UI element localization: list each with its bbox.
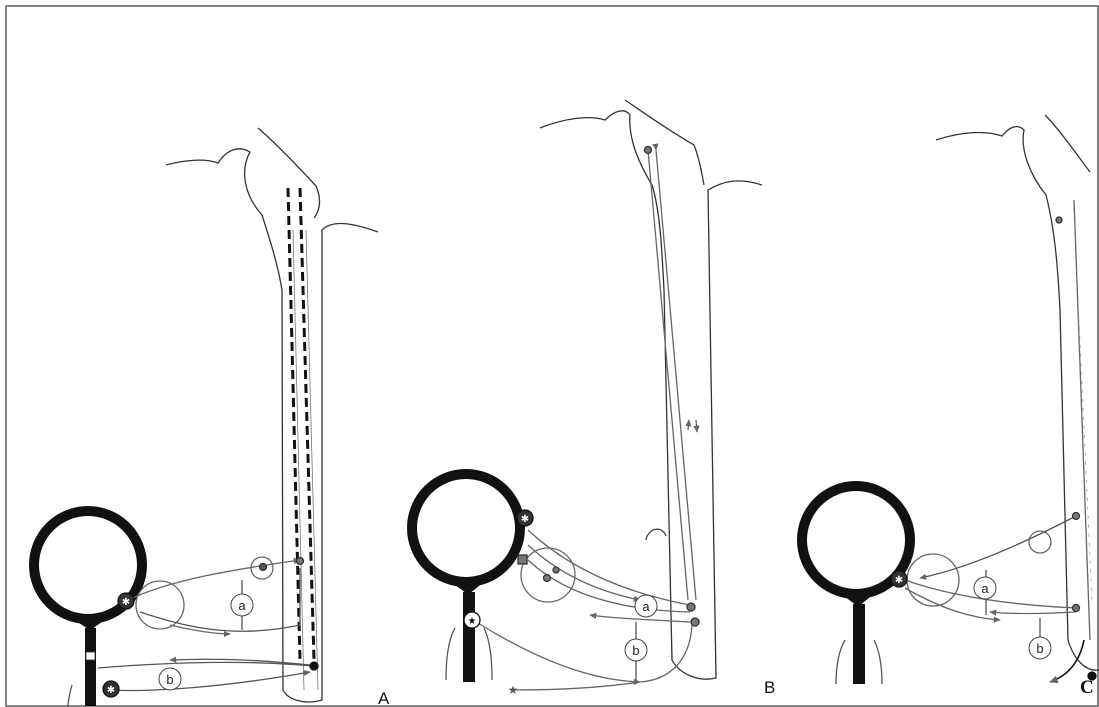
panel-b-title: B <box>764 678 775 697</box>
panel-a-label-b: b <box>166 672 173 687</box>
panel-b-node-1 <box>645 147 652 154</box>
panel-c-thin-line-1 <box>1074 200 1090 640</box>
panel-b-node-2 <box>544 575 551 582</box>
panel-a-fiber-3 <box>170 625 230 634</box>
panel-c-stem <box>853 604 865 684</box>
panel-a-title: A <box>378 689 390 707</box>
panel-b-fiber-4 <box>590 615 690 622</box>
panel-a-stem <box>85 628 96 706</box>
svg-text:✱: ✱ <box>107 685 115 696</box>
panel-b-ring <box>412 474 520 582</box>
panel-b-node-5 <box>691 618 699 626</box>
panel-a-fiber-6 <box>110 672 310 690</box>
panel-c-label-a: a <box>981 581 989 596</box>
panel-c-large-circle <box>907 554 959 606</box>
panel-b-fiber-long-4 <box>696 420 697 432</box>
panel-b-fiber-long-3 <box>688 420 689 430</box>
panel-b-fiber-1 <box>528 530 690 605</box>
panel-b-node-3 <box>553 567 559 573</box>
panel-a-fiber-2 <box>140 568 300 631</box>
panel-b-label-b: b <box>632 643 639 658</box>
panel-c-upper-outline <box>1045 115 1090 172</box>
panel-c-labels: a b C <box>974 577 1094 698</box>
panel-a: ✱ ✱ <box>34 128 378 707</box>
panel-c-label-b: b <box>1036 641 1043 656</box>
panel-b-fiber-2 <box>528 545 640 600</box>
panel-b-node-square <box>518 555 527 564</box>
panel-b-fiber-long-2 <box>656 150 696 600</box>
panel-b-stem <box>463 592 475 682</box>
panel-a-stem-marker <box>86 652 95 660</box>
panel-b-fiber-3 <box>528 560 690 612</box>
panel-c-node-1 <box>1056 217 1062 223</box>
svg-text:★: ★ <box>468 616 477 627</box>
panel-c-thin-line-2 <box>1078 300 1092 600</box>
panel-a-stem-sheath <box>68 685 72 707</box>
svg-text:★: ★ <box>508 683 519 697</box>
panel-c-title: C <box>1080 677 1094 698</box>
panel-c-fiber-1 <box>920 516 1076 578</box>
panel-b-small-arc <box>646 529 666 540</box>
svg-text:✱: ✱ <box>895 575 903 586</box>
panel-b-stem-sheath <box>446 628 455 680</box>
panel-b-head-outline <box>540 111 762 679</box>
panel-b-fiber-6 <box>515 682 640 690</box>
panel-c-stem-sheath-2 <box>874 640 882 684</box>
panel-b-fiber-5 <box>470 618 640 682</box>
panel-a-head-outline <box>166 149 378 702</box>
svg-text:✱: ✱ <box>521 514 529 525</box>
panel-c-fiber-4 <box>990 612 1076 614</box>
panel-b-node-4 <box>687 603 695 611</box>
panel-a-labels: a b A <box>159 594 390 707</box>
panel-c-node-3 <box>1073 605 1080 612</box>
panel-b-stem-sheath-2 <box>484 628 492 680</box>
panel-b: ✱ ★ ★ <box>412 100 762 697</box>
panel-b-label-a: a <box>642 599 650 614</box>
figure-frame <box>6 6 1098 706</box>
panel-a-fiber-1 <box>128 560 300 600</box>
panel-a-node-3 <box>310 662 318 670</box>
panel-a-node-1 <box>260 564 267 571</box>
panel-b-upper-outline <box>625 100 704 185</box>
svg-text:✱: ✱ <box>122 597 130 608</box>
panel-a-node-2 <box>297 558 304 565</box>
panel-a-fiber-5 <box>98 662 312 668</box>
panel-b-fiber-long-1 <box>648 150 688 600</box>
panel-c-node-2 <box>1073 513 1080 520</box>
panel-a-label-a: a <box>238 598 246 613</box>
panel-c: ✱ <box>802 115 1099 684</box>
panel-c-stem-sheath <box>836 640 845 684</box>
